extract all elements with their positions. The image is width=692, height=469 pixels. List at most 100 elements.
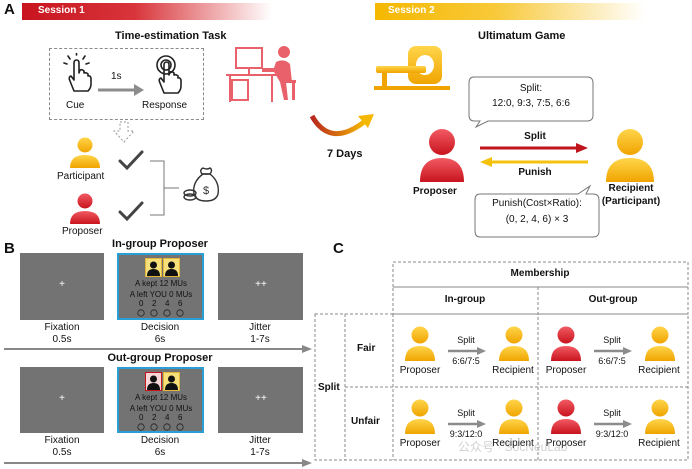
watermark-text: 公众号 · SocNeuLab	[458, 440, 568, 454]
seven-days-label: 7 Days	[327, 148, 363, 160]
option-circles-1	[137, 309, 184, 317]
check-icon-2	[118, 201, 144, 222]
fair-ingroup-recipient-icon	[499, 326, 529, 361]
split-row-header: Split	[318, 382, 340, 393]
unfair-outgroup-recipient-label: Recipient	[638, 438, 680, 449]
option-2-6: 6	[178, 413, 183, 422]
proposer-right-label: Proposer	[413, 186, 457, 197]
option-1-4: 4	[165, 299, 170, 308]
avatar-you-1-person-icon	[165, 261, 178, 276]
proposer-right-person-icon	[420, 129, 464, 182]
interval-arrow	[98, 84, 144, 96]
option-1-0: 0	[139, 299, 144, 308]
option-1-2: 2	[152, 299, 157, 308]
decision-text-1a: A kept 12 MUs	[134, 279, 188, 288]
jitter-label-2: Jitter	[249, 435, 271, 446]
option-1-6: 6	[178, 299, 183, 308]
option-2-4: 4	[165, 413, 170, 422]
split-bubble-values: 12:0, 9:3, 7:5, 6:6	[492, 98, 570, 109]
fair-outgroup-values: 6:6/7:5	[598, 356, 626, 366]
fair-row-header: Fair	[357, 343, 376, 354]
decision-time-2: 6s	[154, 447, 166, 458]
avatar-a-2	[145, 372, 162, 391]
time-estimation-title: Time-estimation Task	[115, 30, 227, 42]
fair-outgroup-recipient-label: Recipient	[638, 365, 680, 376]
outgroup-proposer-title: Out-group Proposer	[107, 352, 213, 364]
unfair-ingroup-proposer-icon	[405, 399, 435, 434]
fair-ingroup-arrow	[448, 347, 486, 355]
fixation-label-1: Fixation	[44, 322, 80, 333]
recipient-label: Recipient	[608, 183, 654, 194]
jitter-symbol-2: ++	[255, 393, 267, 404]
option-circles-2	[137, 423, 184, 431]
response-label: Response	[142, 100, 188, 111]
recipient-sub-label: (Participant)	[601, 196, 661, 207]
timeline-arrow-1	[4, 345, 312, 353]
jitter-time-1: 1-7s	[250, 334, 270, 345]
unfair-row-header: Unfair	[351, 416, 380, 427]
ultimatum-game-title: Ultimatum Game	[478, 30, 566, 42]
unfair-ingroup-values: 9:3/12:0	[449, 429, 483, 439]
fair-outgroup-arrow-label: Split	[603, 335, 621, 345]
recipient-person-icon	[606, 129, 654, 182]
decision-text-1b: A left YOU 0 MUs	[129, 290, 193, 299]
unfair-ingroup-arrow-label: Split	[457, 408, 475, 418]
unfair-ingroup-recipient-label: Recipient	[492, 438, 534, 449]
avatar-you-1	[163, 258, 180, 277]
fair-ingroup-proposer-icon	[405, 326, 435, 361]
unfair-outgroup-arrow-label: Split	[603, 408, 621, 418]
timeline-arrow-2	[4, 459, 312, 467]
outgroup-header: Out-group	[588, 294, 638, 305]
avatar-a-1	[145, 258, 162, 277]
bracket-line	[150, 160, 179, 216]
proposer-person-icon	[70, 193, 100, 224]
fair-outgroup-recipient-icon	[645, 326, 675, 361]
response-hand-icon	[156, 55, 182, 94]
fair-outgroup-arrow	[594, 347, 632, 355]
jitter-screen-1: ++	[218, 253, 303, 320]
fixation-symbol-2: +	[59, 393, 65, 404]
session1-banner	[22, 3, 272, 20]
unfair-ingroup-proposer-label: Proposer	[399, 438, 441, 449]
unfair-ingroup-arrow	[448, 420, 486, 428]
avatar-a-2-person-icon	[147, 375, 160, 390]
decision-text-2b: A left YOU 0 MUs	[129, 404, 193, 413]
punish-arrow	[480, 157, 588, 167]
jitter-label-1: Jitter	[249, 322, 271, 333]
fixation-label-2: Fixation	[44, 435, 80, 446]
session2-banner	[375, 3, 645, 20]
dashed-down-arrow	[112, 121, 136, 143]
ingroup-header: In-group	[444, 294, 486, 305]
cue-label: Cue	[66, 100, 85, 111]
panel-letter-a: A	[4, 1, 15, 18]
split-arrow	[480, 143, 588, 153]
fixation-screen-1: +	[20, 253, 104, 320]
punish-bubble-values: (0, 2, 4, 6) × 3	[505, 214, 569, 225]
money-symbol: $	[203, 185, 209, 197]
session1-label: Session 1	[38, 5, 85, 16]
unfair-outgroup-proposer-icon	[551, 399, 581, 434]
punish-arrow-label: Punish	[518, 167, 552, 178]
avatar-you-2-person-icon	[165, 375, 178, 390]
decision-label-1: Decision	[140, 322, 180, 333]
jitter-symbol-1: ++	[255, 279, 267, 290]
mri-scanner-icon	[374, 46, 450, 90]
fair-ingroup-values: 6:6/7:5	[452, 356, 480, 366]
check-icon-1	[118, 150, 144, 171]
split-bubble-title: Split:	[519, 83, 543, 94]
decision-screen-2: A kept 12 MUs A left YOU 0 MUs 0 2 4 6	[117, 367, 204, 433]
panel-letter-c: C	[333, 240, 344, 257]
jitter-screen-2: ++	[218, 367, 303, 433]
decision-label-2: Decision	[140, 435, 180, 446]
fixation-symbol-1: +	[59, 279, 65, 290]
computer-desk-icon	[226, 46, 296, 102]
unfair-ingroup-recipient-icon	[499, 399, 529, 434]
session2-label: Session 2	[388, 5, 435, 16]
jitter-time-2: 1-7s	[250, 447, 270, 458]
fixation-screen-2: +	[20, 367, 104, 433]
punish-bubble-title: Punish(Cost×Ratio):	[492, 198, 582, 209]
fixation-time-1: 0.5s	[52, 334, 72, 345]
unfair-outgroup-recipient-icon	[645, 399, 675, 434]
split-speech-bubble	[468, 76, 594, 128]
